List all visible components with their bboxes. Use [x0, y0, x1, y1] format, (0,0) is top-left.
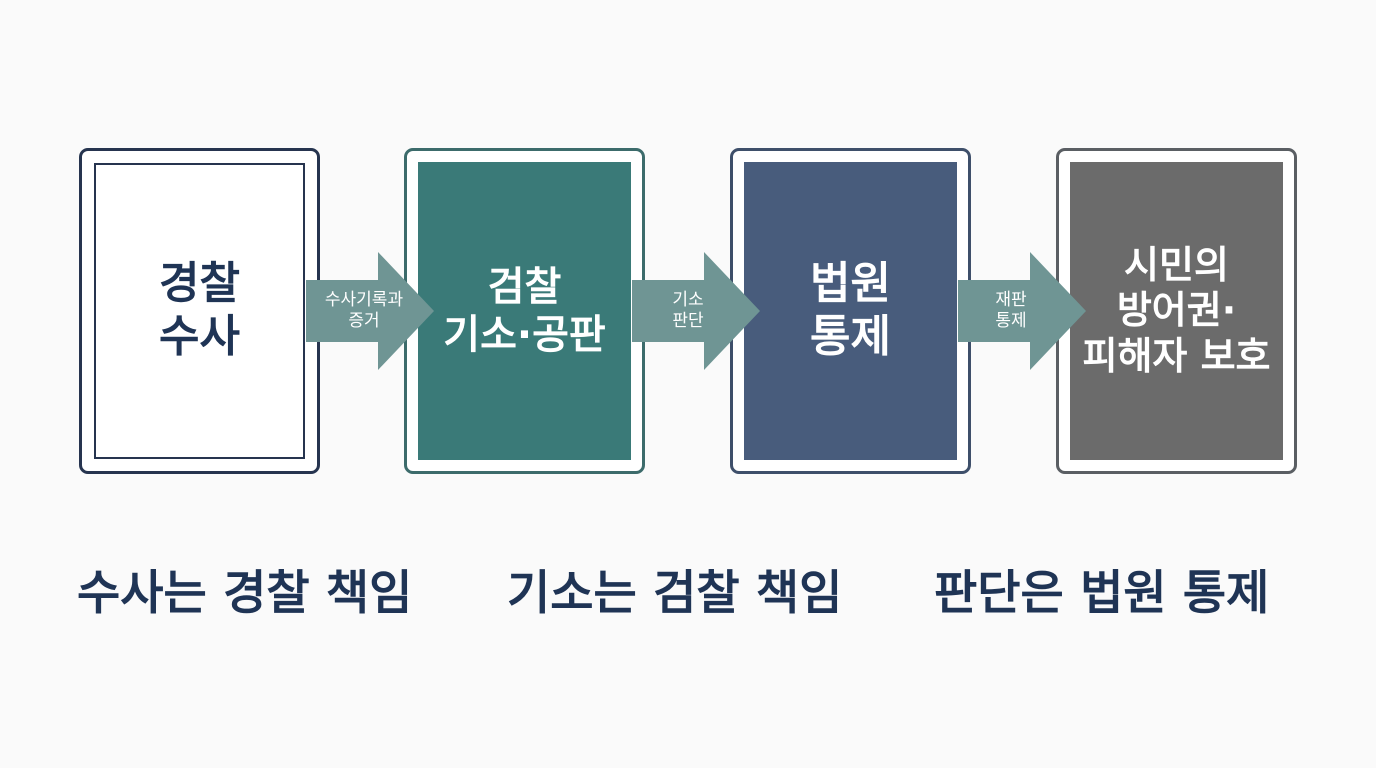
- arrow-right-icon: [632, 252, 760, 370]
- stage-prosecution-box: 검찰 기소·공판: [404, 148, 645, 474]
- flow-arrow-indictment: 기소 판단: [632, 252, 760, 370]
- stage-citizen-line-2: 방어권·: [1116, 288, 1237, 333]
- flow-arrow-indictment-label: 기소 판단: [632, 252, 744, 370]
- stage-citizen-label: 시민의 방어권· 피해자 보호: [1082, 243, 1270, 380]
- flow-arrow-evidence-line-1: 수사기록과: [324, 289, 404, 310]
- stage-court-line-1: 법원: [810, 258, 891, 310]
- flow-arrow-trial: 재판 통제: [958, 252, 1086, 370]
- flow-arrow-evidence-line-2: 증거: [348, 311, 380, 331]
- stage-prosecution-label: 검찰 기소·공판: [443, 263, 605, 359]
- flow-arrow-indictment-line-2: 판단: [672, 311, 704, 331]
- stage-police-panel: 경찰 수사: [94, 163, 305, 459]
- caption-indictment: 기소는 검찰 책임: [507, 566, 843, 621]
- stage-citizen-panel: 시민의 방어권· 피해자 보호: [1070, 162, 1283, 460]
- stage-citizen-line-1: 시민의: [1124, 242, 1229, 287]
- flow-arrow-evidence: 수사기록과 증거: [306, 252, 434, 370]
- flow-arrow-trial-label: 재판 통제: [958, 252, 1064, 370]
- stage-court-box: 법원 통제: [730, 148, 971, 474]
- flow-arrow-indictment-line-1: 기소: [672, 289, 704, 310]
- stage-police-box: 경찰 수사: [79, 148, 320, 474]
- stage-prosecution-line-1: 검찰: [487, 264, 562, 310]
- flow-arrow-evidence-label: 수사기록과 증거: [306, 252, 422, 370]
- flow-arrow-trial-line-2: 통제: [995, 311, 1027, 331]
- stage-prosecution-panel: 검찰 기소·공판: [418, 162, 631, 460]
- stage-citizen-box: 시민의 방어권· 피해자 보호: [1056, 148, 1297, 474]
- stage-police-line-2: 수사: [159, 311, 240, 362]
- caption-judgment: 판단은 법원 통제: [934, 566, 1270, 621]
- arrow-right-icon: [958, 252, 1086, 370]
- stage-court-line-2: 통제: [810, 311, 891, 362]
- stage-citizen-line-3: 피해자 보호: [1082, 333, 1271, 378]
- stage-court-panel: 법원 통제: [744, 162, 957, 460]
- flow-arrow-trial-line-1: 재판: [995, 289, 1027, 310]
- arrow-right-icon: [306, 252, 434, 370]
- caption-investigation: 수사는 경찰 책임: [77, 566, 413, 621]
- stage-court-label: 법원 통제: [810, 258, 891, 364]
- stage-police-line-1: 경찰: [159, 258, 240, 310]
- stage-prosecution-line-2: 기소·공판: [443, 312, 606, 358]
- stage-police-label: 경찰 수사: [159, 258, 240, 364]
